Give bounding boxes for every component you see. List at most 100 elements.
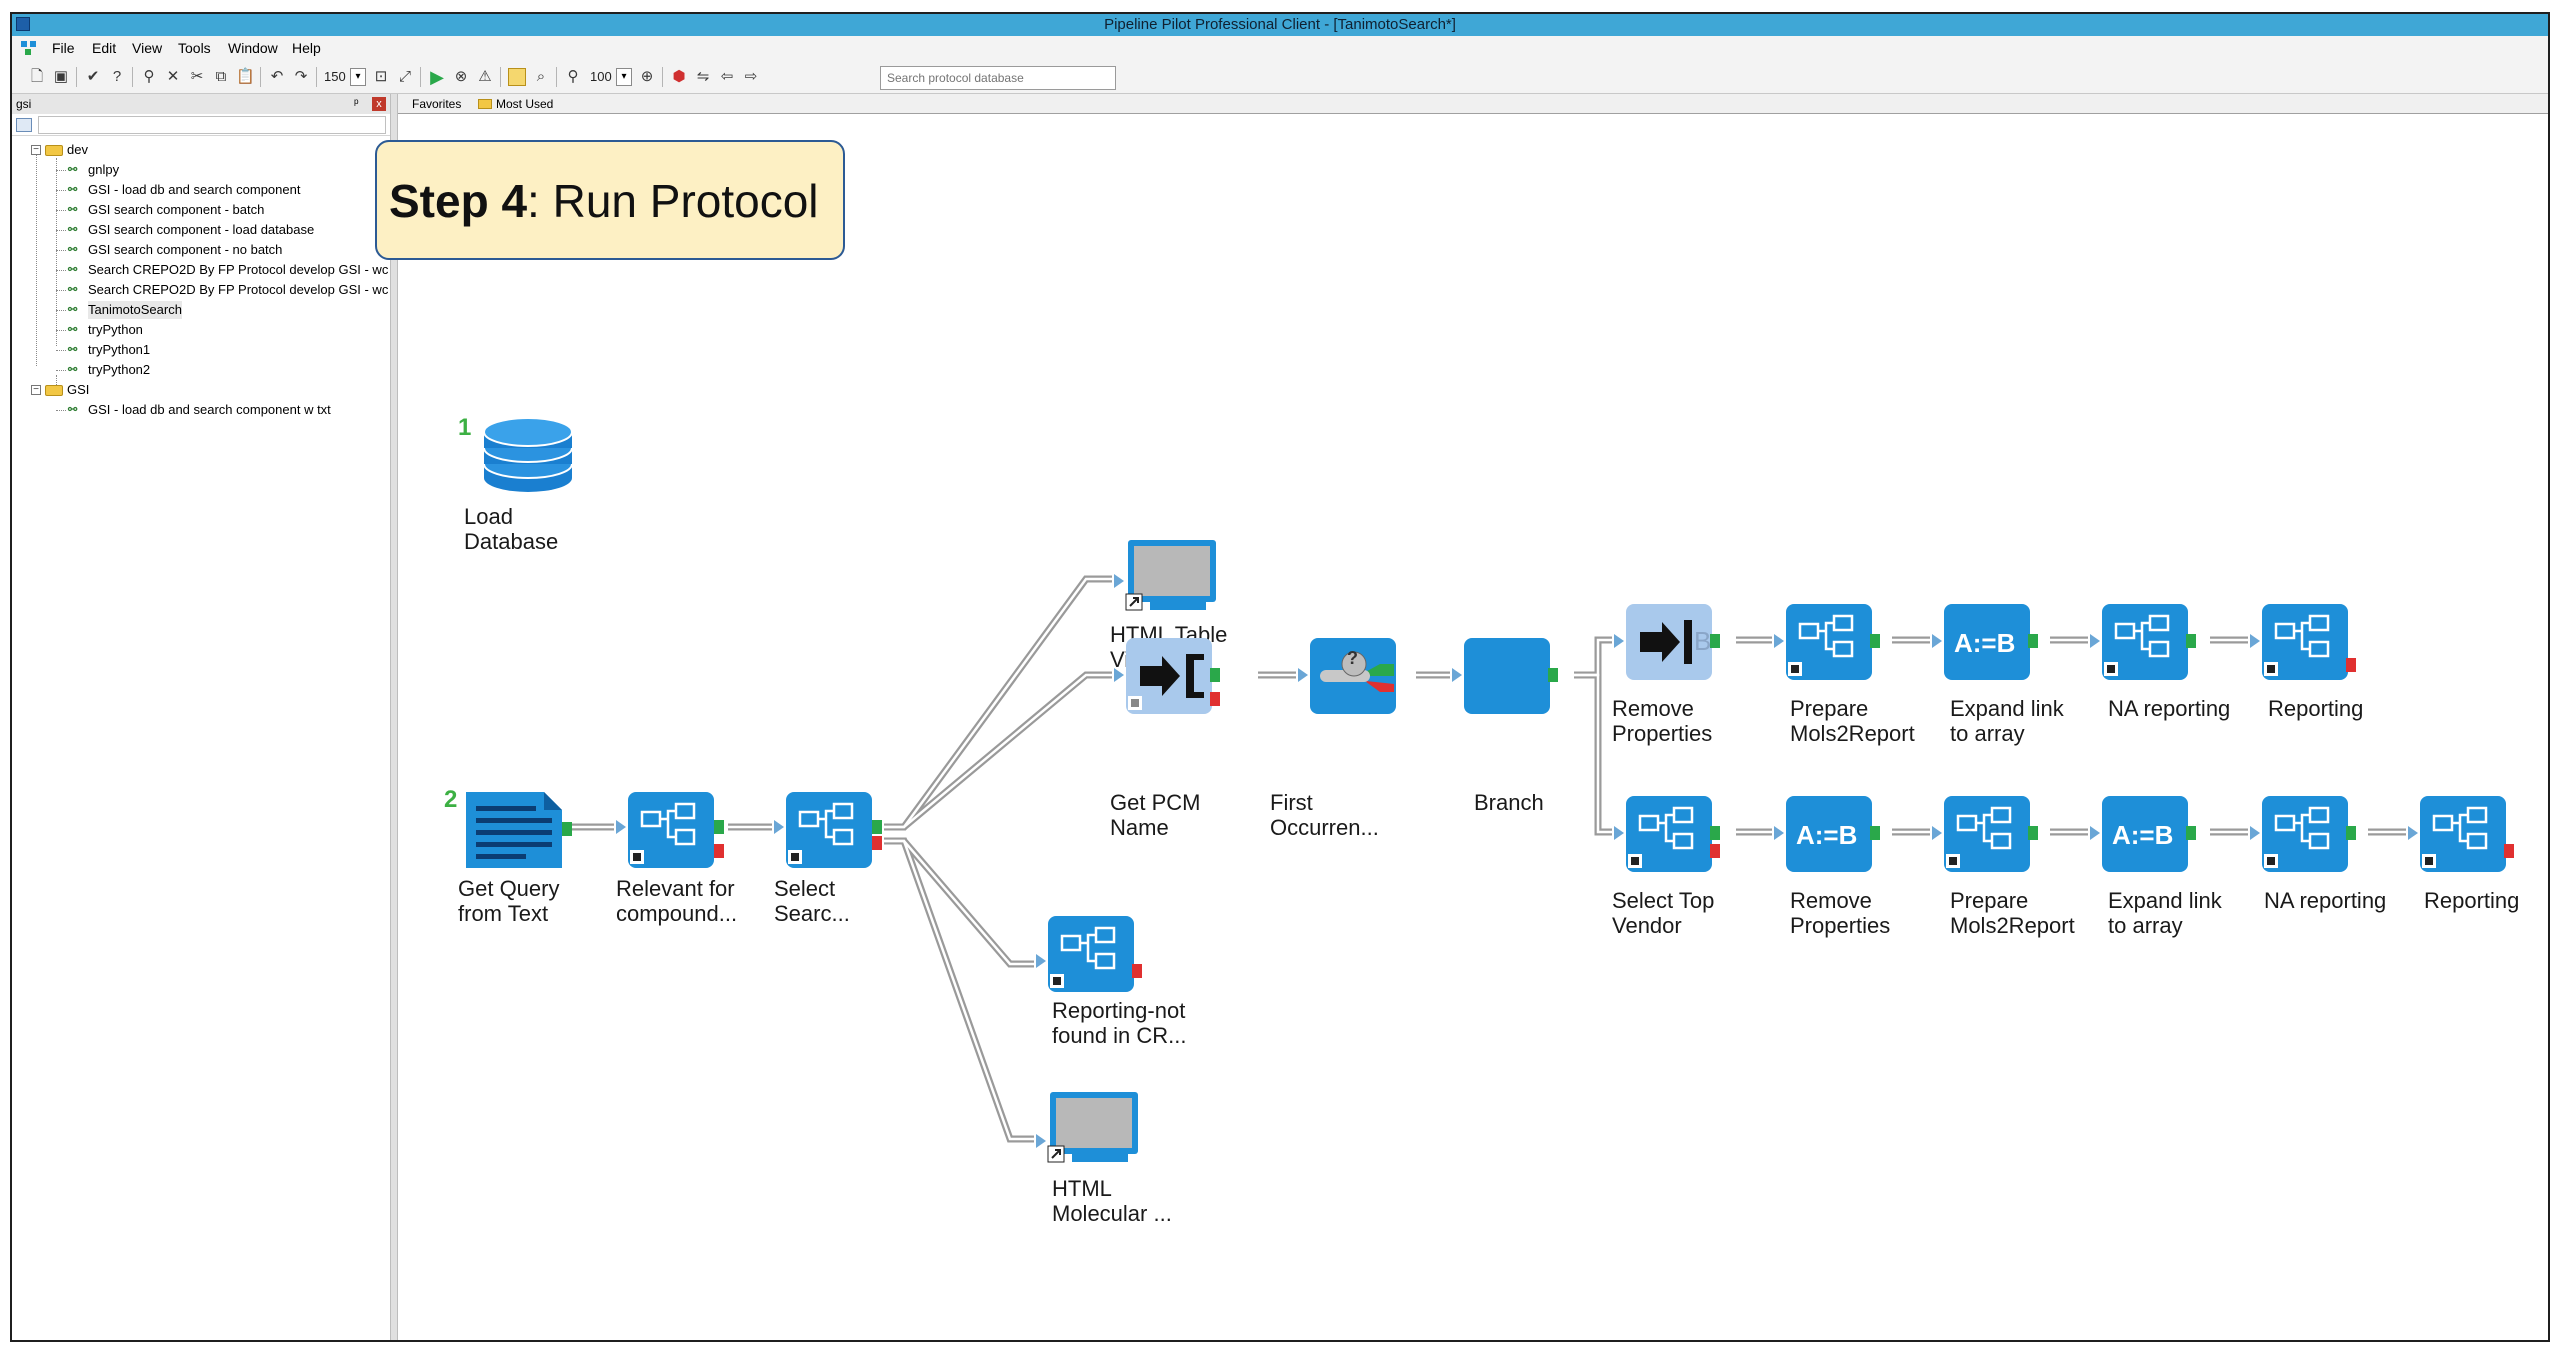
node-top-na-reporting[interactable]: [2090, 602, 2196, 687]
output-port[interactable]: [1870, 634, 1880, 648]
node-relevant[interactable]: [616, 790, 724, 875]
tree-item-selected[interactable]: ⚯ TanimotoSearch: [12, 301, 390, 319]
node-bot-select-top-vendor[interactable]: [1614, 794, 1720, 879]
tree-item[interactable]: ⚯ GSI - load db and search component w t…: [12, 401, 390, 419]
node-bot-remove-properties[interactable]: A:=B: [1774, 794, 1880, 879]
run-icon[interactable]: ▶: [430, 67, 444, 87]
menu-help[interactable]: Help: [292, 40, 321, 56]
forward-icon[interactable]: ⇨: [744, 68, 758, 85]
menu-window[interactable]: Window: [228, 40, 278, 56]
fail-port[interactable]: [2504, 844, 2514, 858]
expand-icon[interactable]: ⤢: [398, 68, 411, 85]
tree-folder-gsi[interactable]: − GSI: [12, 381, 390, 399]
tree-item[interactable]: ⚯ GSI search component - batch: [12, 201, 390, 219]
node-select-search[interactable]: [774, 790, 882, 875]
tree-item[interactable]: ⚯ Search CREPO2D By FP Protocol develop …: [12, 281, 390, 299]
tree-item[interactable]: ⚯ GSI - load db and search component: [12, 181, 390, 199]
output-port[interactable]: [2346, 826, 2356, 840]
explorer-icon[interactable]: [508, 68, 526, 86]
tree-folder-dev[interactable]: − dev: [12, 141, 390, 159]
node-top-prepare-mols2report[interactable]: [1774, 602, 1880, 687]
menu-tools[interactable]: Tools: [178, 40, 211, 56]
tree-item[interactable]: ⚯ tryPython2: [12, 361, 390, 379]
binoculars-icon[interactable]: ⌕: [536, 68, 546, 85]
fit-icon[interactable]: ⊡: [374, 68, 388, 85]
node-get-query[interactable]: [464, 790, 572, 875]
output-port[interactable]: [2186, 634, 2196, 648]
output-port[interactable]: [2028, 826, 2038, 840]
zoom-dropdown[interactable]: ▾: [350, 68, 366, 86]
help-icon[interactable]: ?: [112, 68, 122, 85]
zoom-dropdown-2[interactable]: ▾: [616, 68, 632, 86]
check-protocol-icon[interactable]: ✔: [86, 68, 100, 85]
node-bot-reporting[interactable]: [2408, 794, 2514, 879]
tree-item[interactable]: ⚯ gnlpy: [12, 161, 390, 179]
paste-icon[interactable]: 📋: [236, 68, 255, 85]
fail-port[interactable]: [2346, 658, 2356, 672]
undo-icon[interactable]: ↶: [270, 68, 284, 85]
pin-icon[interactable]: ᵖ: [354, 96, 359, 110]
flow-icon[interactable]: ⇋: [696, 68, 710, 85]
zoom-icon[interactable]: ⚲: [567, 68, 579, 85]
node-bot-expand-link[interactable]: A:=B: [2090, 794, 2196, 879]
tree-item[interactable]: ⚯ GSI search component - load database: [12, 221, 390, 239]
filter-icon[interactable]: [16, 118, 32, 132]
node-branch[interactable]: [1452, 636, 1558, 721]
node-reporting-not-found[interactable]: [1036, 914, 1142, 999]
fail-port[interactable]: [714, 844, 724, 858]
tree-item[interactable]: ⚯ tryPython1: [12, 341, 390, 359]
panel-splitter[interactable]: [390, 94, 398, 1340]
output-port[interactable]: [714, 820, 724, 834]
new-icon[interactable]: 🗋: [30, 68, 44, 85]
stop-icon[interactable]: ⊗: [454, 68, 468, 85]
node-first-occurrence[interactable]: ?: [1298, 636, 1402, 721]
tree-item[interactable]: ⚯ Search CREPO2D By FP Protocol develop …: [12, 261, 390, 279]
node-load-database[interactable]: [480, 414, 576, 501]
node-bot-prepare-mols2report[interactable]: [1932, 794, 2038, 879]
node-html-molecular[interactable]: [1036, 1090, 1140, 1177]
output-port[interactable]: [872, 820, 882, 834]
node-html-table-viewer[interactable]: [1114, 538, 1218, 625]
fail-port[interactable]: [1210, 692, 1220, 706]
layout-icon[interactable]: ⊕: [640, 68, 654, 85]
output-port[interactable]: [2186, 826, 2196, 840]
menu-view[interactable]: View: [132, 40, 163, 56]
redo-icon[interactable]: ↷: [294, 68, 308, 85]
save-icon[interactable]: ▣: [53, 68, 69, 85]
menu-file[interactable]: File: [52, 40, 75, 56]
tab-most-used[interactable]: Most Used: [478, 97, 553, 111]
menu-edit[interactable]: Edit: [92, 40, 117, 56]
node-top-remove-properties[interactable]: B: [1614, 602, 1720, 687]
tree-filter-input[interactable]: [38, 116, 386, 134]
search-protocol-input[interactable]: [880, 66, 1116, 90]
back-icon[interactable]: ⇦: [720, 68, 734, 85]
fail-port[interactable]: [872, 836, 882, 850]
collapse-icon[interactable]: −: [31, 145, 41, 155]
node-top-expand-link[interactable]: A:=B: [1932, 602, 2038, 687]
delete-icon[interactable]: ✕: [166, 68, 180, 85]
warning-icon[interactable]: ⚠: [478, 68, 492, 85]
collapse-icon[interactable]: −: [31, 385, 41, 395]
tab-favorites[interactable]: Favorites: [412, 97, 462, 111]
output-port[interactable]: [1710, 634, 1720, 648]
output-port[interactable]: [1210, 668, 1220, 682]
output-port[interactable]: [1870, 826, 1880, 840]
cut-icon[interactable]: ✂: [190, 68, 204, 85]
node-get-pcm-name[interactable]: [1114, 636, 1220, 721]
tree-item[interactable]: ⚯ GSI search component - no batch: [12, 241, 390, 259]
output-port[interactable]: [1710, 826, 1720, 840]
link-icon[interactable]: ⚲: [143, 68, 155, 85]
fail-port[interactable]: [1710, 844, 1720, 858]
output-port[interactable]: [562, 822, 572, 836]
fail-port[interactable]: [1132, 964, 1142, 978]
component-icon[interactable]: ⬢: [672, 68, 686, 85]
node-bot-na-reporting[interactable]: [2250, 794, 2356, 879]
protocol-canvas[interactable]: 1 Load Database 2: [398, 114, 2548, 1340]
node-top-reporting[interactable]: [2250, 602, 2356, 687]
app-menu-icon[interactable]: [20, 40, 38, 56]
output-port[interactable]: [2028, 634, 2038, 648]
copy-icon[interactable]: ⧉: [215, 68, 227, 85]
tree-item[interactable]: ⚯ tryPython: [12, 321, 390, 339]
output-port[interactable]: [1548, 668, 1558, 682]
close-panel-icon[interactable]: x: [372, 97, 386, 111]
